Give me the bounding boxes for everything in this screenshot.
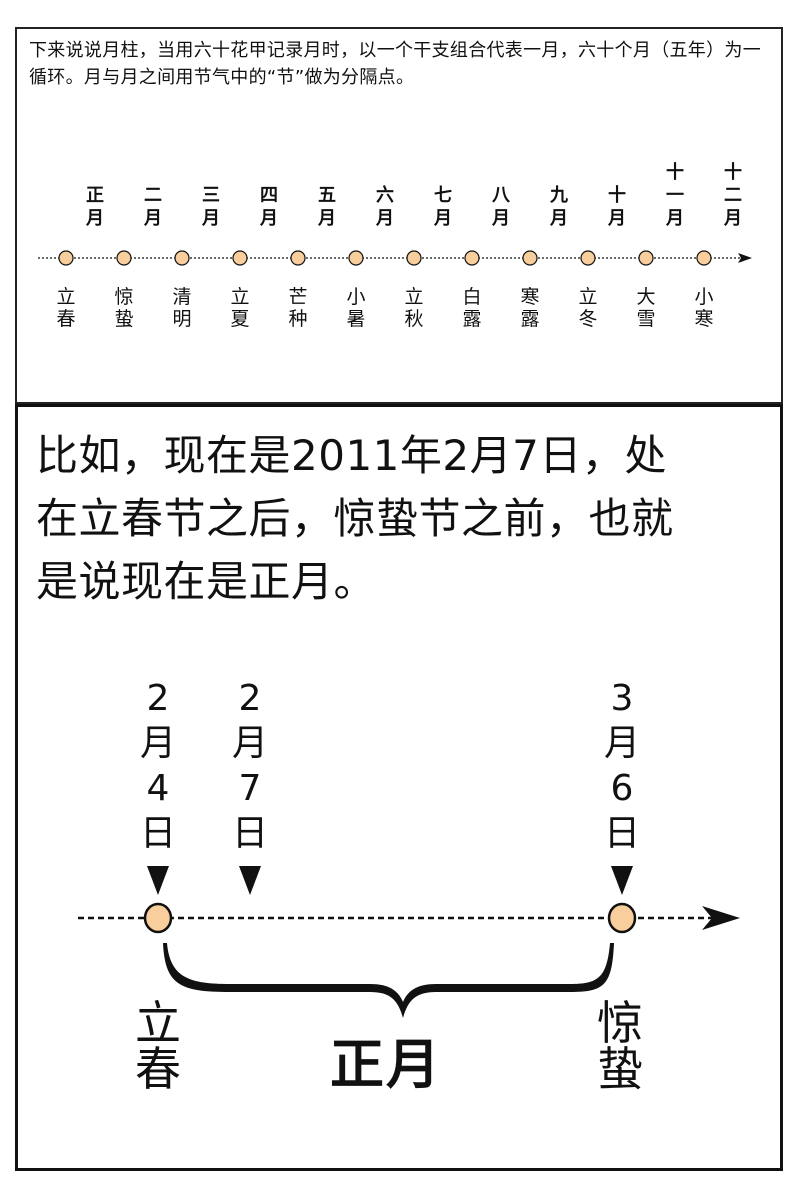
- solar-term-label: 芒种: [288, 286, 308, 330]
- span-label: 正月: [330, 1032, 442, 1096]
- down-triangle-icon: [611, 866, 633, 895]
- arrow-head-icon: [738, 253, 752, 263]
- intro-text: 下来说说月柱，当用六十花甲记录月时，以一个干支组合代表一月，六十个月（五年）为一…: [29, 40, 761, 88]
- down-triangle-icon: [147, 866, 169, 895]
- solar-term-label: 白露: [462, 286, 482, 330]
- solar-term-node: [406, 250, 422, 266]
- solar-term-node: [696, 250, 712, 266]
- date-day-unit: 日: [139, 813, 176, 854]
- month-label: 十二月: [724, 162, 742, 229]
- month-label: 三月: [202, 185, 220, 229]
- month-label: 十一月: [666, 162, 684, 229]
- date-month-unit: 月: [139, 723, 176, 764]
- solar-term-label: 清明: [172, 286, 192, 330]
- down-triangle-icon: [239, 866, 261, 895]
- start-term-label: 立春: [135, 996, 181, 1096]
- solar-term-node: [58, 250, 74, 266]
- solar-term-node: [522, 250, 538, 266]
- solar-term-label: 寒露: [520, 286, 540, 330]
- month-label: 十月: [608, 185, 626, 229]
- date-month: 3: [610, 678, 634, 719]
- solar-term-node: [290, 250, 306, 266]
- solar-term-label: 小寒: [694, 286, 714, 330]
- date-day: 4: [146, 768, 170, 809]
- solar-term-node: [580, 250, 596, 266]
- date-day: 7: [238, 768, 262, 809]
- solar-term-label: 惊蛰: [114, 286, 134, 330]
- month-label: 正月: [86, 185, 104, 229]
- date-month: 2: [238, 678, 262, 719]
- solar-term-label: 立春: [56, 286, 76, 330]
- bottom-panel: 比如，现在是2011年2月7日，处 在立春节之后，惊蛰节之前，也就 是说现在是正…: [15, 404, 783, 1171]
- solar-term-label: 立秋: [404, 286, 424, 330]
- date-day: 6: [610, 768, 634, 809]
- month-label: 二月: [144, 185, 162, 229]
- solar-term-label: 大雪: [636, 286, 656, 330]
- example-line-1: 比如，现在是2011年2月7日，处: [36, 431, 667, 480]
- date-month: 2: [146, 678, 170, 719]
- end-term-label: 惊蛰: [597, 996, 643, 1096]
- solar-term-node: [232, 250, 248, 266]
- date-day-unit: 日: [603, 813, 640, 854]
- date-month-unit: 月: [603, 723, 640, 764]
- solar-term-node: [607, 902, 637, 934]
- month-label: 五月: [318, 185, 336, 229]
- month-label: 四月: [260, 185, 278, 229]
- example-line-2: 在立春节之后，惊蛰节之前，也就: [36, 494, 674, 543]
- arrow-head-icon: [702, 906, 740, 930]
- solar-term-node: [464, 250, 480, 266]
- curly-brace: [163, 943, 614, 1018]
- example-line-3: 是说现在是正月。: [36, 557, 377, 606]
- solar-term-node: [143, 902, 173, 934]
- solar-term-label: 小暑: [346, 286, 366, 330]
- solar-term-label: 立夏: [230, 286, 250, 330]
- date-day-unit: 日: [231, 813, 268, 854]
- date-month-unit: 月: [231, 723, 268, 764]
- month-label: 八月: [492, 185, 510, 229]
- solar-term-node: [116, 250, 132, 266]
- top-panel: 下来说说月柱，当用六十花甲记录月时，以一个干支组合代表一月，六十个月（五年）为一…: [15, 27, 783, 404]
- solar-term-node: [348, 250, 364, 266]
- solar-term-label: 立冬: [578, 286, 598, 330]
- solar-term-node: [638, 250, 654, 266]
- solar-term-node: [174, 250, 190, 266]
- month-label: 七月: [434, 185, 452, 229]
- month-label: 九月: [550, 185, 568, 229]
- month-label: 六月: [376, 185, 394, 229]
